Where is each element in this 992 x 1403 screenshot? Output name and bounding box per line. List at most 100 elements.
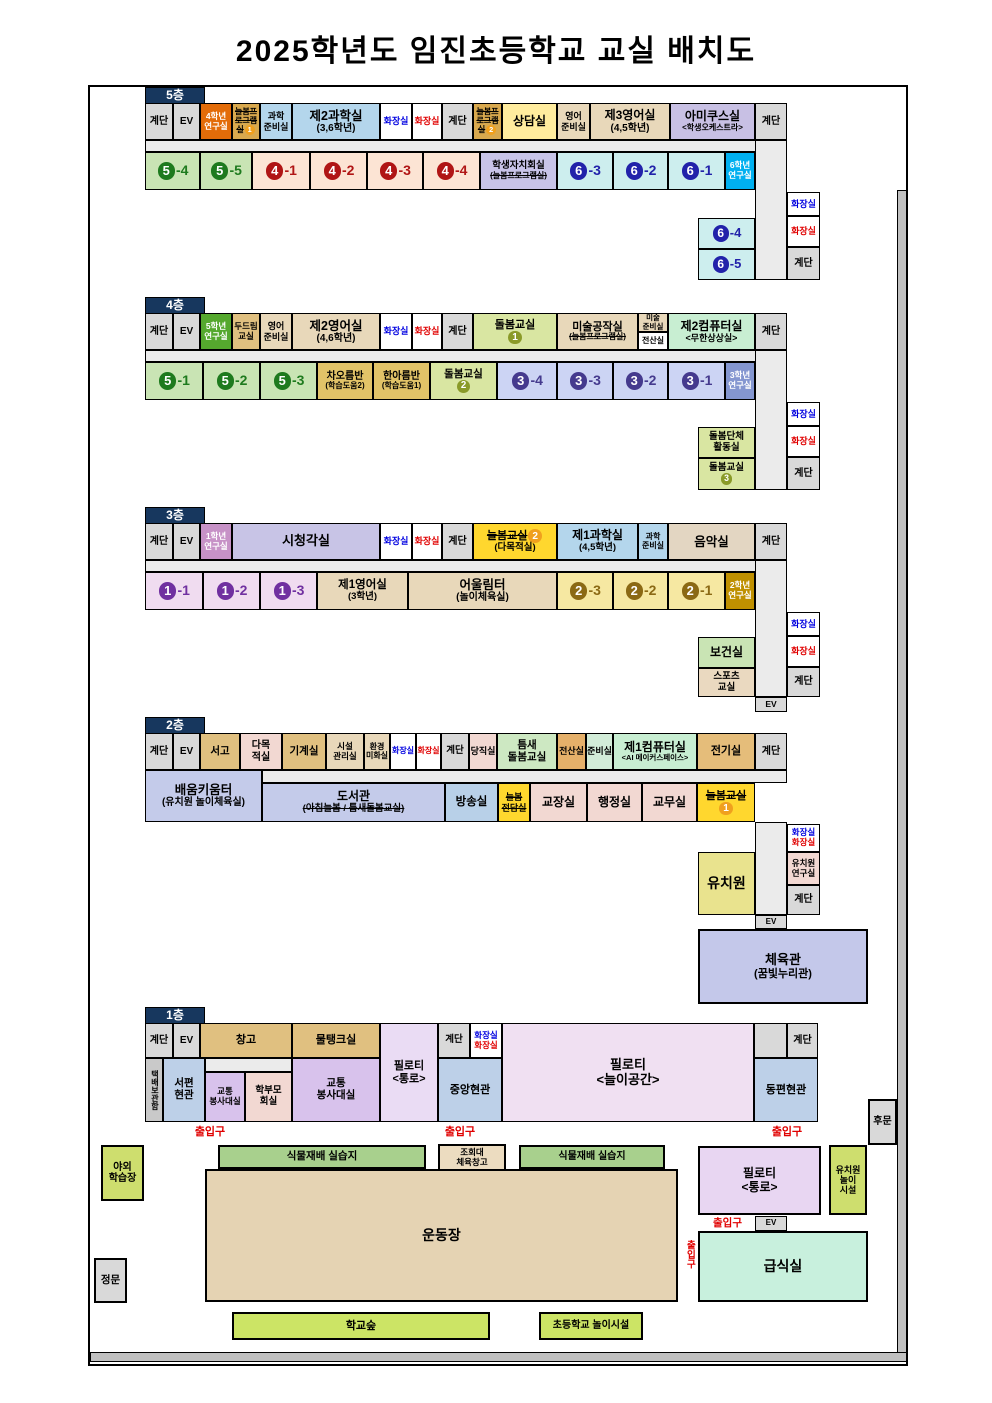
grade-number-badge: 3 [570, 372, 588, 390]
east-entrance: 동편현관 [754, 1058, 818, 1122]
grade-number-badge: 5 [159, 372, 177, 390]
grade-number-badge: 1 [508, 330, 522, 345]
classroom-4-1: 4-1 [252, 152, 310, 190]
exit-label-cafeteria: 출입구 [684, 1239, 696, 1269]
restroom-girls: 화장실 [787, 636, 820, 667]
elevator: EV [173, 733, 200, 770]
classroom-5-3: 5-3 [260, 362, 317, 400]
floor-tab-5f: 5층 [145, 87, 205, 104]
corridor-4f-vertical [755, 350, 787, 490]
elevator: EV [173, 1023, 200, 1058]
prep-room: 준비실 [586, 733, 613, 770]
chaoreum-class: 차오름반(학습도움2) [317, 362, 373, 400]
restroom-boys: 화장실 [787, 192, 820, 216]
english-room-2: 제2영어실(4,6학년) [292, 313, 380, 350]
classroom-3-4: 3-4 [497, 362, 557, 400]
grade-number-badge: 6 [712, 256, 729, 273]
classroom-6-3: 6-3 [557, 152, 613, 190]
stairs: 계단 [755, 733, 787, 770]
grade-number-badge: 1 [244, 125, 255, 136]
corridor-2f [262, 770, 787, 783]
floor-tab-4f: 4층 [145, 297, 205, 314]
duty-room: 당직실 [469, 733, 497, 770]
counseling-room: 상담실 [502, 103, 557, 140]
science-room-1: 제1과학실(4,5학년) [557, 523, 638, 560]
stairs: 계단 [441, 733, 469, 770]
grade-number-badge: 3 [512, 372, 530, 390]
restroom-girls: 화장실 [416, 733, 441, 770]
exit-label-piloti: 출입구 [713, 1216, 742, 1229]
science-room-2: 제2과학실(3,6학년) [292, 103, 380, 140]
grade-number-badge: 1 [719, 801, 733, 816]
floor-tab-2f: 2층 [145, 717, 205, 734]
grade-number-badge: 5 [273, 372, 291, 390]
computer-room-1: 제1컴퓨터실<AI 메이커스페이스> [613, 733, 697, 770]
exit-label-east: 출입구 [771, 1125, 803, 1138]
storage: 창고 [200, 1023, 292, 1058]
grade-number-badge: 4 [323, 162, 341, 180]
bottom-corridor-strip [90, 1352, 907, 1362]
stairs: 계단 [787, 457, 820, 490]
classroom-5-1: 5-1 [145, 362, 203, 400]
classroom-3-2: 3-2 [613, 362, 668, 400]
computer-server-room: 전산실 [557, 733, 586, 770]
grade-number-badge: 5 [216, 372, 234, 390]
english-room-3: 제3영어실(4,5학년) [590, 103, 670, 140]
gymnasium: 체육관(꿈빛누리관) [698, 929, 868, 1004]
stairs: 계단 [145, 523, 173, 560]
piloti-passage-south: 필로티<통로> [698, 1146, 821, 1215]
floor-tab-3f: 3층 [145, 507, 205, 524]
computer-server-room: 전산실 [638, 332, 668, 350]
stairs: 계단 [755, 523, 787, 560]
eoullim-play-gym: 어울림터(놀이체육실) [408, 572, 557, 610]
grade-number-badge: 4 [380, 162, 398, 180]
classroom-1-1: 1-1 [145, 572, 203, 610]
exit-label-west: 출입구 [194, 1125, 226, 1138]
restroom-boys: 화장실 [390, 733, 416, 770]
computer-room-2: 제2컴퓨터실<무한상상실> [668, 313, 755, 350]
classroom-6-2: 6-2 [613, 152, 668, 190]
restroom-boys: 화장실 [787, 402, 820, 426]
map-border [88, 85, 908, 1366]
page-title: 2025학년도 임진초등학교 교실 배치도 [235, 35, 757, 68]
grade-number-badge: 2 [681, 582, 699, 600]
grade-number-badge: 1 [159, 582, 177, 600]
stairs: 계단 [145, 733, 173, 770]
grade-number-badge: 6 [681, 162, 699, 180]
classroom-2-3: 2-3 [557, 572, 613, 610]
grade-number-badge: 2 [528, 529, 543, 544]
grade-number-badge: 2 [456, 380, 471, 394]
classroom-6-5: 6-5 [698, 249, 755, 280]
parcel-locker: 택배보관함 [145, 1058, 163, 1122]
grade-number-badge: 3 [720, 473, 733, 486]
utility-cell [754, 1023, 787, 1058]
library: 도서관(아침늘봄 / 틈새돌봄교실) [262, 783, 445, 822]
kindergarten: 유치원 [698, 852, 755, 915]
baeum-kieum-room: 배움키움터(유치원 놀이체육실) [145, 770, 262, 822]
corridor-2f-vertical [755, 822, 787, 915]
central-entrance: 중앙현관 [438, 1058, 502, 1122]
restroom-boys: 화장실 [380, 523, 412, 560]
stairs: 계단 [145, 1023, 173, 1058]
main-gate: 정문 [94, 1258, 127, 1303]
piloti-play-space: 필로티<늘이공간> [502, 1023, 754, 1122]
